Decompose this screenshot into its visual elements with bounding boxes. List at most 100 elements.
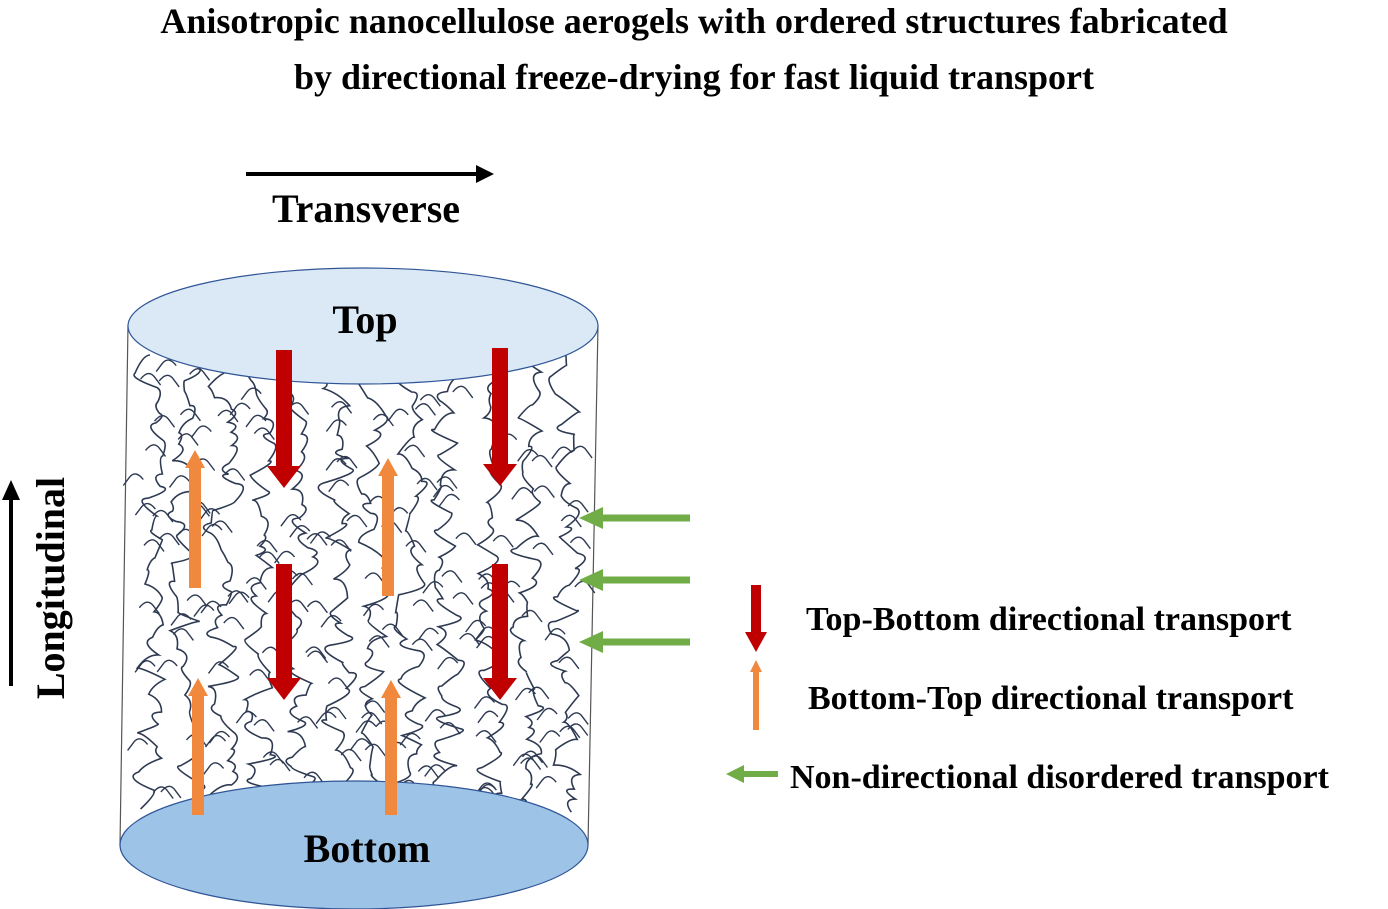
fiber-branch [158,374,180,388]
fiber-branch [372,413,394,427]
fiber-branch [291,572,313,586]
fiber-branch [569,536,591,550]
fiber-branch [138,601,160,615]
fiber-branch [560,514,582,528]
red-down-arrow-icon-shaft [276,350,292,466]
fiber-branch [475,626,497,640]
fiber-branch [253,427,275,441]
transverse-label: Transverse [272,186,460,231]
orange-up-arrow-icon-head [188,678,208,696]
red-down-arrow-icon-head [267,466,301,488]
bottom-label: Bottom [304,826,431,871]
red-down-arrow-icon-shaft [276,564,292,678]
orange-up-arrow-icon-head [185,450,205,468]
fiber-branch [511,487,533,500]
transverse-axis: Transverse [246,165,494,231]
orange-up-arrow-icon [185,450,205,588]
fiber-strand [241,354,277,814]
fiber-branch [224,468,246,481]
fiber-branch [179,408,201,422]
fiber-branch [477,710,499,724]
legend: Top-Bottom directional transport Bottom-… [726,585,1330,796]
fiber-branch [155,359,177,373]
fiber-branch [528,686,550,700]
red-down-arrow-icon-shaft [492,348,508,464]
green-left-arrow-icon-shaft [603,514,690,522]
green-left-arrow-icon-shaft [603,576,690,584]
fiber-branch [217,409,239,423]
fiber-branch [201,523,223,537]
red-down-arrow-icon [483,348,517,486]
fiber-branch [387,408,409,422]
orange-up-arrow-icon-shaft [382,476,394,596]
green-left-arrow-icon-head [579,569,603,591]
red-down-arrow-icon [745,585,767,652]
green-left-arrow-icon [579,569,690,591]
orange-up-arrow-icon [381,680,401,815]
fiber-branch [262,751,284,764]
orange-up-arrow-icon-shaft [189,468,201,588]
fiber-branch [475,730,497,743]
red-down-arrow-icon-head [267,678,301,700]
fiber-branch [361,711,383,725]
top-face [127,267,599,385]
fiber-strand [202,354,245,815]
legend-red-arrow-shaft [751,585,761,632]
fiber-branch [424,764,446,777]
fiber-branch [122,473,144,486]
fiber-branch [438,493,460,507]
fiber-branch [414,403,436,416]
transport-arrows [185,348,690,815]
fiber-branch [199,508,221,521]
fiber-branch [405,540,427,553]
fiber-branch [235,710,257,724]
legend-red-arrow [745,585,767,652]
red-down-arrow-icon-head [483,678,517,700]
fiber-branch [249,669,271,682]
fiber-strand [167,354,206,810]
fiber-branch [306,533,328,546]
title-line-1: Anisotropic nanocellulose aerogels with … [160,1,1228,41]
fiber-branch [399,732,421,746]
fiber-branch [156,659,178,673]
legend-orange-arrow-head [750,660,762,672]
legend-green-arrow [726,765,778,783]
fiber-branch [465,619,487,633]
fiber-branch [532,542,554,556]
legend-bottom-top-label: Bottom-Top directional transport [808,680,1294,717]
fiber-strand [132,354,167,810]
fiber-branch [412,599,434,613]
legend-orange-arrow [750,660,762,730]
fiber-branch [245,577,267,590]
fiber-branch [253,719,275,732]
fiber-branch [531,454,553,468]
fiber-branch [521,609,543,623]
fiber-branch [289,525,311,538]
fiber-branch [158,532,180,546]
fiber-branch [422,581,444,594]
red-down-arrow-icon [267,350,301,488]
fiber-branch [559,725,581,739]
fiber-branch [364,743,386,757]
green-left-arrow-icon-shaft [603,638,690,646]
fiber-branch [203,762,225,775]
orange-up-arrow-icon-head [378,458,398,476]
fiber-branch [256,539,278,553]
orange-up-arrow-icon [188,678,208,815]
fiber-branch [189,368,211,381]
fiber-branch [288,402,310,415]
fiber-branch [134,660,156,673]
cylinder-left-edge [119,324,129,846]
title-line-2: by directional freeze-drying for fast li… [294,57,1094,97]
fiber-branch [306,600,328,614]
orange-up-arrow-icon-shaft [385,698,397,815]
fiber-branch [364,700,386,714]
fiber-branch [535,776,557,789]
fiber-branch [269,758,291,772]
longitudinal-axis: Longitudinal [2,477,73,699]
fiber-branch [349,738,371,751]
fiber-branch [424,709,446,722]
fiber-branch [520,757,542,771]
